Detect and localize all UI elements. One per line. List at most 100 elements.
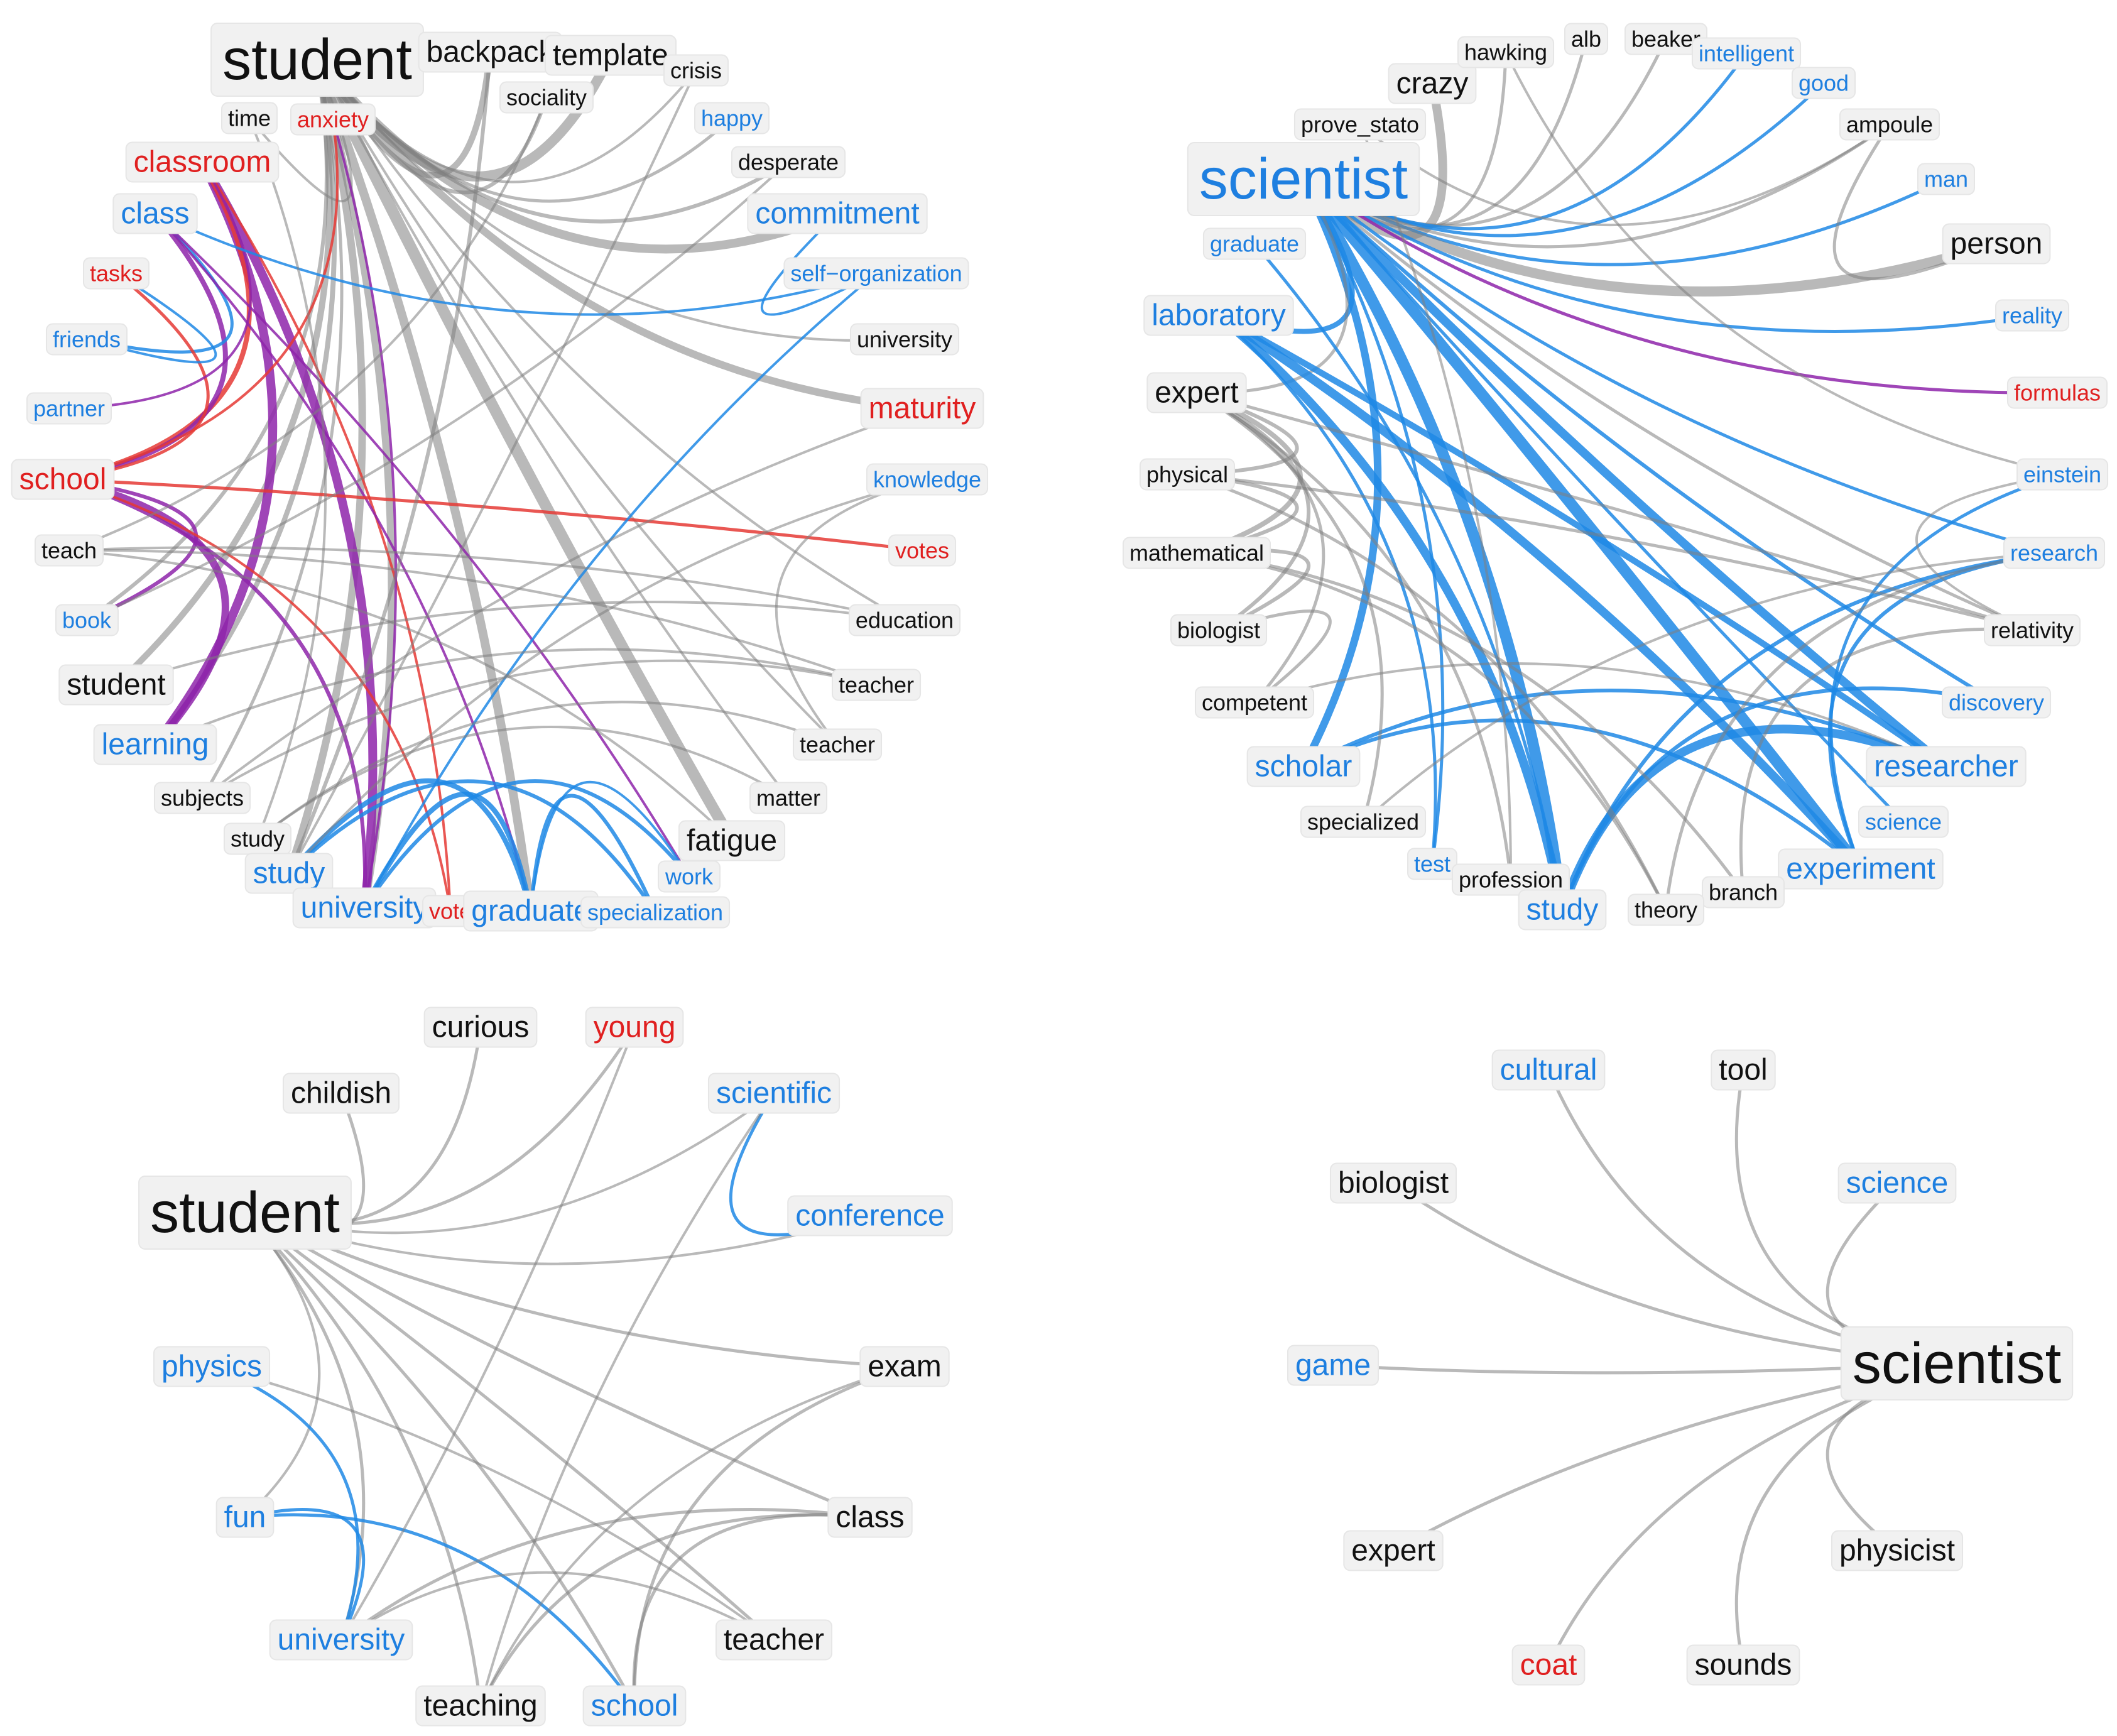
node-sounds: sounds (1686, 1644, 1800, 1686)
node-background (282, 1073, 400, 1114)
node-label: curious (432, 1011, 530, 1044)
node-university2: university (292, 887, 437, 929)
node-background (1858, 805, 1949, 838)
node-education: education (848, 604, 961, 636)
edge-school-votes (61, 478, 924, 552)
node-young: young (585, 1007, 684, 1048)
node-background (1293, 108, 1427, 141)
edge-prove_stato-ampoule (1359, 123, 1891, 227)
node-background (1701, 876, 1785, 909)
node-biologist: biologist (1170, 614, 1268, 647)
node-background (1388, 63, 1477, 104)
edge-scientist-study (1298, 173, 1568, 915)
node-background (2003, 537, 2106, 569)
node-background (1202, 227, 1307, 260)
edge-classroom-vote (201, 161, 452, 912)
node-label: beaker (1631, 26, 1701, 52)
node-label: researcher (1874, 750, 2018, 783)
node-label: relativity (1991, 618, 2074, 643)
node-background (694, 102, 770, 134)
node-study1: study (223, 822, 292, 855)
edge-scientist-reality (1302, 177, 2034, 333)
node-background (1246, 746, 1361, 787)
edge-teach-teacher1 (68, 549, 878, 686)
node-physicist: physicist (1831, 1530, 1964, 1571)
node-university1: university (849, 323, 960, 356)
edge-expert-biologist (1195, 391, 1311, 632)
edge-anxiety-university2 (332, 118, 398, 909)
edge-experiment-einstein (1829, 472, 2064, 871)
edge-student-matter (316, 58, 790, 799)
node-student: student (210, 23, 424, 97)
node-background (1329, 1162, 1457, 1204)
node-label: sociality (506, 85, 587, 111)
node-label: scientist (1199, 147, 1408, 211)
node-background (783, 257, 969, 290)
node-branch: branch (1701, 876, 1785, 909)
node-maturity: maturity (860, 388, 984, 429)
node-background (731, 146, 846, 178)
node-background (1287, 1345, 1380, 1386)
node-label: expert (1351, 1534, 1435, 1568)
node-student2: student (58, 664, 174, 706)
node-crisis: crisis (663, 54, 729, 87)
node-background (215, 1497, 275, 1538)
node-label: template (553, 39, 668, 72)
edge-university-class (339, 1508, 872, 1642)
node-label: class (835, 1501, 904, 1534)
node-scientist: scientist (1840, 1326, 2074, 1400)
node-background (792, 728, 883, 761)
node-label: school (591, 1690, 678, 1723)
node-label: happy (701, 106, 763, 131)
node-label: profession (1459, 867, 1563, 893)
node-label: branch (1709, 880, 1778, 905)
edge-teach-education (68, 546, 906, 621)
edge-fun-university (243, 1508, 366, 1642)
node-background (1143, 295, 1294, 336)
edge-class-graduate (154, 212, 532, 912)
node-label: laboratory (1151, 299, 1285, 332)
edge-einstein-hawking (1505, 51, 2064, 476)
node-label: fatigue (687, 824, 777, 858)
node-teacher: teacher (715, 1619, 833, 1661)
edge-student-teacher2 (316, 58, 839, 746)
node-school: school (582, 1685, 687, 1727)
edge-laboratory-experiment (1214, 311, 1865, 873)
node-background (582, 1685, 687, 1727)
node-label: specialization (587, 900, 723, 925)
node-background (1122, 537, 1271, 569)
node-label: tasks (90, 261, 143, 287)
node-background (678, 820, 786, 861)
edge-student-teacher (243, 1211, 776, 1642)
edge-teacher1-subjects (201, 659, 878, 799)
edge-student-book (85, 58, 329, 622)
node-background (1839, 108, 1940, 141)
node-label: university (857, 327, 952, 352)
edge-einstein-relativity (1915, 473, 2064, 631)
node-einstein: einstein (2016, 458, 2109, 491)
edge-tasks-friends (85, 272, 217, 364)
node-background (45, 323, 128, 356)
node-label: sounds (1695, 1649, 1792, 1682)
edge-laboratory-study (1214, 311, 1567, 914)
edge-scientist-relativity (1302, 177, 2034, 632)
node-background (1564, 23, 1609, 55)
node-label: reality (2002, 303, 2062, 329)
node-background (585, 1007, 684, 1048)
node-cultural: cultural (1491, 1049, 1606, 1091)
node-background (112, 193, 198, 234)
node-man: man (1917, 163, 1976, 195)
node-label: conference (795, 1199, 945, 1233)
node-background (1942, 223, 2051, 265)
node-label: graduate (1210, 231, 1299, 257)
edge-scientist-sounds (1734, 1362, 1959, 1667)
node-label: knowledge (873, 467, 981, 493)
edge-group (210, 1025, 906, 1708)
node-label: crazy (1396, 67, 1469, 101)
node-subjects: subjects (153, 782, 251, 814)
edge-university2-work (362, 779, 691, 910)
node-hawking: hawking (1457, 36, 1555, 68)
node-background (220, 102, 278, 134)
